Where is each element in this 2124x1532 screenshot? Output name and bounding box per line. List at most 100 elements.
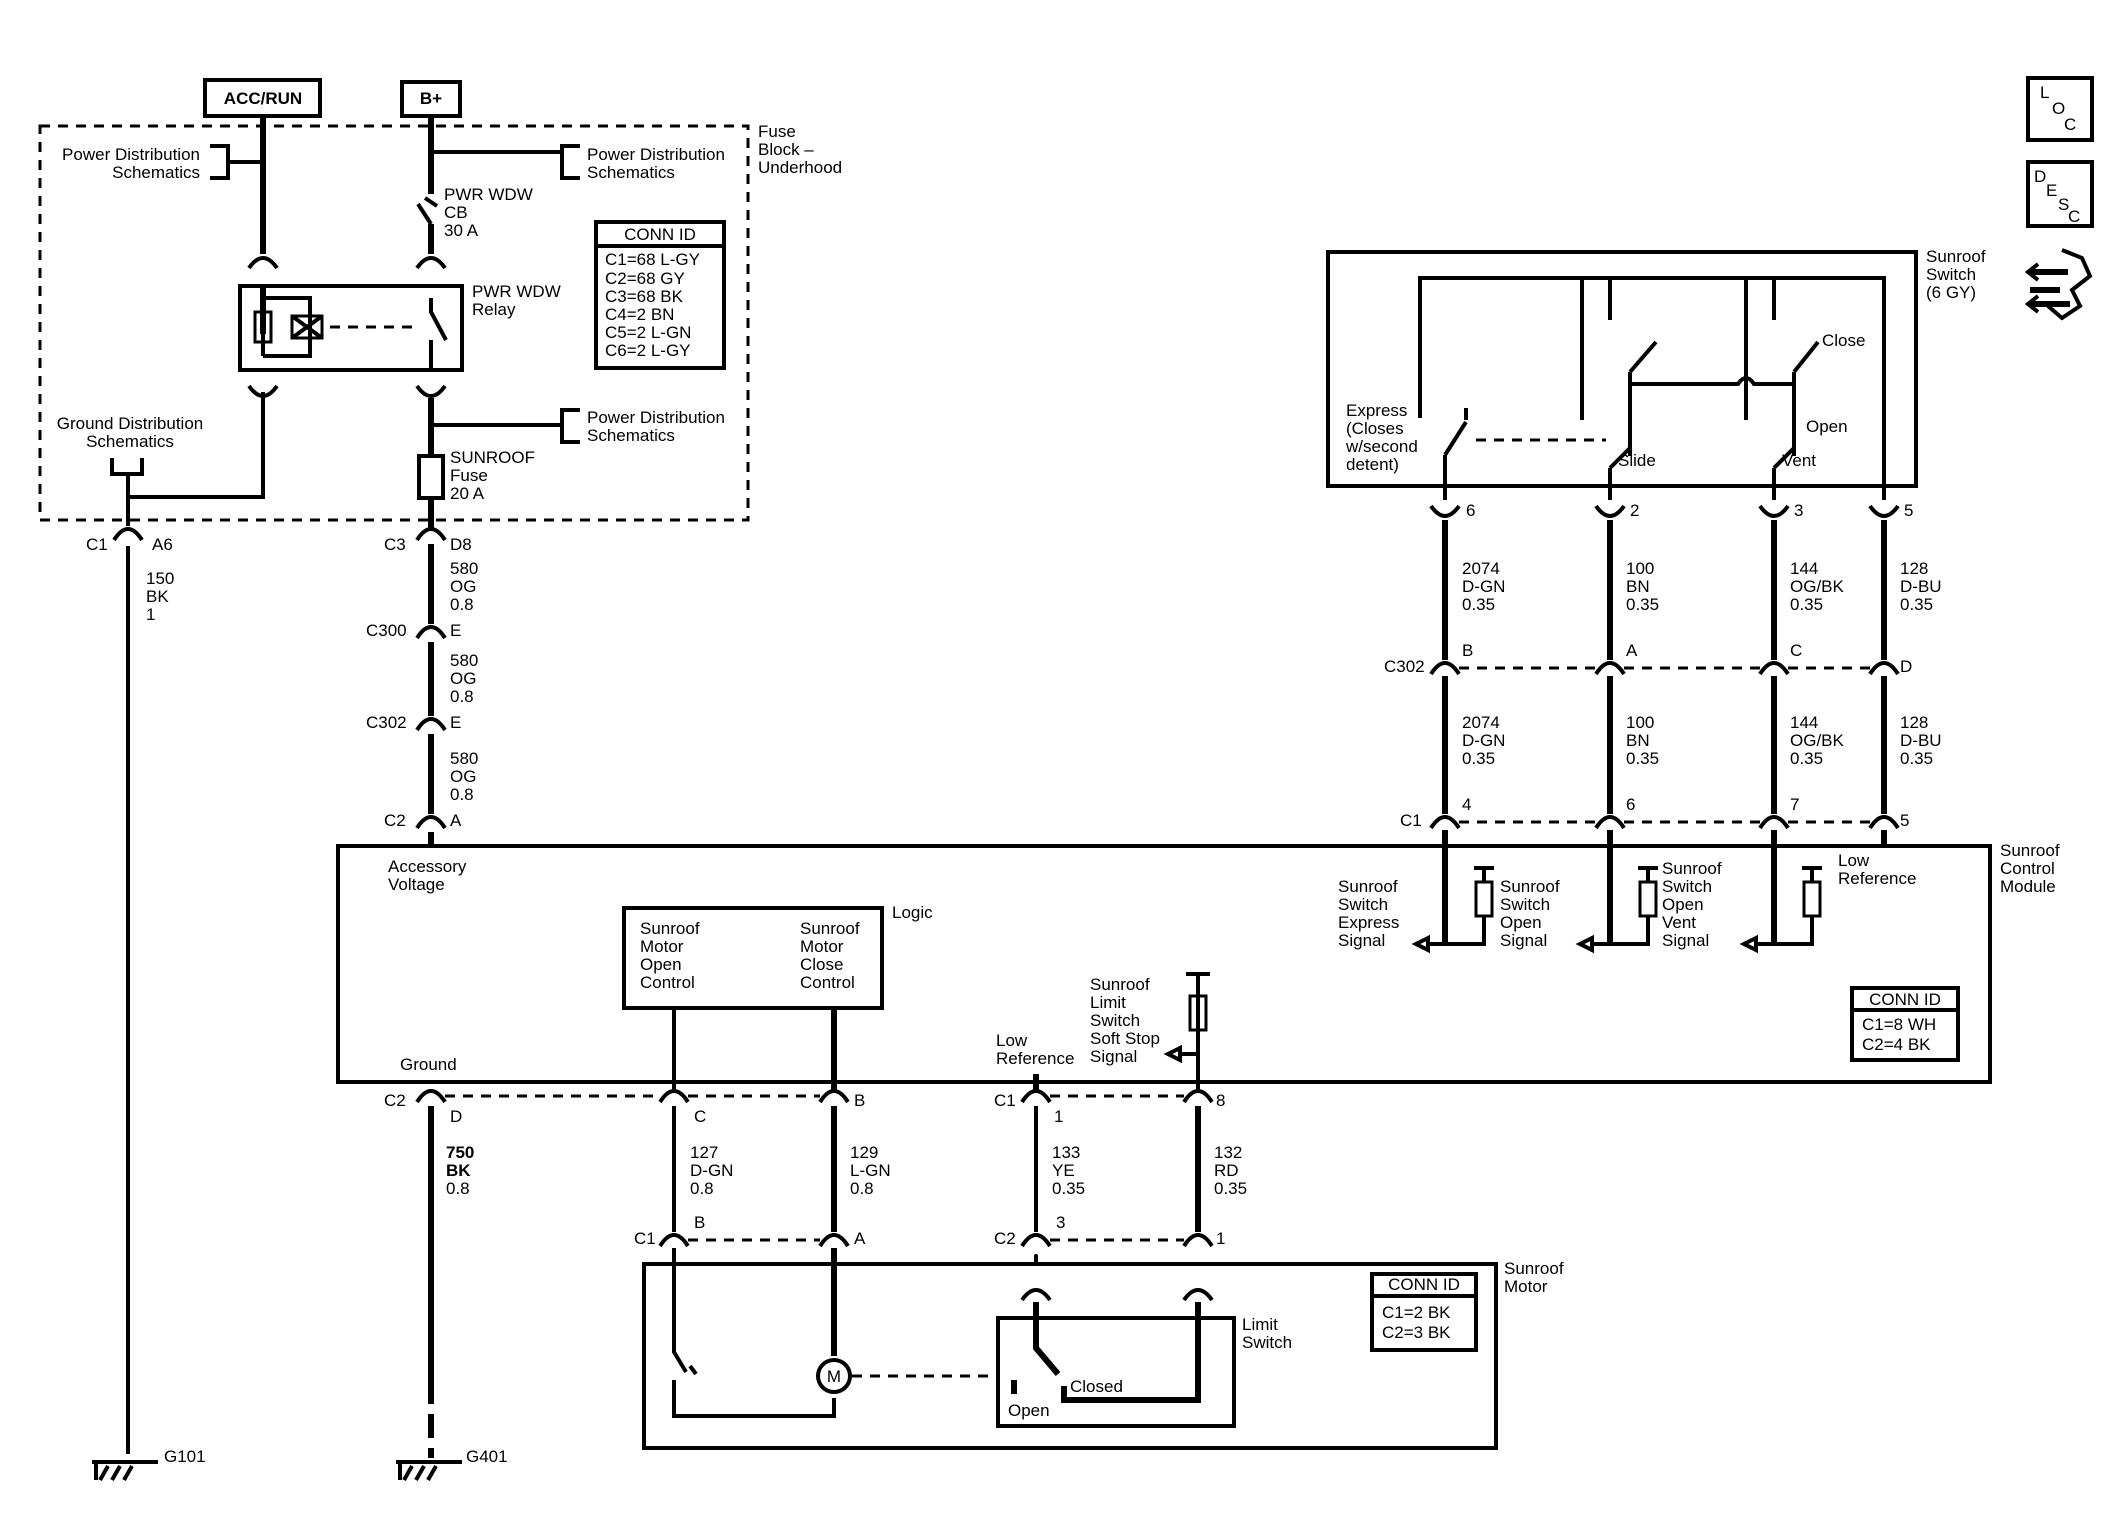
svg-text:C1=8 WH: C1=8 WH (1862, 1015, 1936, 1034)
svg-text:5: 5 (1900, 811, 1909, 830)
svg-text:CONN ID: CONN ID (1869, 990, 1941, 1009)
svg-text:0.35: 0.35 (1900, 595, 1933, 614)
svg-text:C: C (1790, 641, 1802, 660)
source-acc-run: ACC/RUN (203, 78, 322, 118)
svg-text:(Closes: (Closes (1346, 419, 1404, 438)
svg-text:0.35: 0.35 (1052, 1179, 1085, 1198)
svg-text:C6=2 L-GY: C6=2 L-GY (605, 341, 691, 360)
svg-text:CONN ID: CONN ID (624, 225, 696, 244)
wire-100-bn-1: 100 BN 0.35 (1626, 559, 1659, 614)
module-label: Sunroof Control Module (2000, 841, 2060, 896)
svg-text:Sunroof: Sunroof (1090, 975, 1150, 994)
svg-text:D-GN: D-GN (1462, 731, 1505, 750)
svg-text:4: 4 (1462, 795, 1471, 814)
svg-text:C2: C2 (384, 811, 406, 830)
switch-express-label: Express (Closes w/second detent) (1345, 401, 1418, 474)
wire-127-dgn: 127 D-GN 0.8 (690, 1143, 733, 1198)
svg-text:129: 129 (850, 1143, 878, 1162)
ref-power-dist-left: Power Distribution Schematics (62, 144, 263, 182)
svg-text:100: 100 (1626, 713, 1654, 732)
wire-150-bk: 150 BK 1 (146, 569, 174, 624)
location-icon[interactable]: L O C (2026, 76, 2094, 142)
soft-stop-signal-label: Sunroof Limit Switch Soft Stop Signal (1090, 975, 1160, 1066)
svg-text:G101: G101 (164, 1447, 206, 1466)
svg-text:750: 750 (446, 1143, 474, 1162)
svg-text:0.35: 0.35 (1626, 749, 1659, 768)
logic-block (622, 906, 884, 1010)
svg-text:0.8: 0.8 (690, 1179, 714, 1198)
svg-text:B: B (1462, 641, 1473, 660)
svg-text:0.35: 0.35 (1790, 595, 1823, 614)
svg-text:Signal: Signal (1090, 1047, 1137, 1066)
svg-text:30 A: 30 A (444, 221, 479, 240)
svg-text:SUNROOF: SUNROOF (450, 448, 535, 467)
low-reference-label: Low Reference (996, 1031, 1074, 1068)
relay-label: PWR WDW Relay (472, 282, 561, 319)
sunroof-fuse (417, 454, 445, 500)
cb-label: PWR WDW CB 30 A (444, 185, 533, 240)
svg-text:OG/BK: OG/BK (1790, 577, 1845, 596)
svg-text:C5=2 L-GN: C5=2 L-GN (605, 323, 691, 342)
svg-text:BK: BK (446, 1161, 471, 1180)
ground-g101: G101 (92, 1447, 206, 1481)
relay-coil (253, 296, 448, 370)
svg-text:0.8: 0.8 (450, 687, 474, 706)
connector-c302-row: C302 B A C D (1384, 641, 1912, 676)
svg-text:C1: C1 (994, 1091, 1016, 1110)
soft-stop-signal-circuit (1163, 972, 1210, 1092)
svg-text:C1: C1 (1400, 811, 1422, 830)
fuse-block-underhood (38, 124, 750, 522)
switch-slide-label: Slide (1618, 451, 1656, 470)
svg-text:1: 1 (146, 605, 155, 624)
svg-text:Block –: Block – (758, 140, 814, 159)
svg-text:1: 1 (1054, 1107, 1063, 1126)
limit-open-label: Open (1008, 1401, 1050, 1420)
svg-text:C300: C300 (366, 621, 407, 640)
svg-text:0.35: 0.35 (1462, 595, 1495, 614)
svg-text:127: 127 (690, 1143, 718, 1162)
wire-100-bn-2: 100 BN 0.35 (1626, 713, 1659, 768)
wire-580-og-3: 580 OG 0.8 (450, 749, 478, 804)
svg-text:D: D (2034, 167, 2046, 186)
open-signal-label: Sunroof Switch Open Signal (1500, 877, 1560, 950)
svg-text:Switch: Switch (1338, 895, 1388, 914)
connector-end-view-icon[interactable] (2024, 248, 2093, 321)
svg-text:580: 580 (450, 559, 478, 578)
logic-label: Logic (892, 903, 933, 922)
svg-text:PWR WDW: PWR WDW (444, 185, 533, 204)
svg-text:20 A: 20 A (450, 484, 485, 503)
connector-c2-motor-row: C2 3 1 (994, 1213, 1225, 1248)
svg-text:0.8: 0.8 (450, 785, 474, 804)
description-icon[interactable]: D E S C (2026, 160, 2094, 228)
wire-132-rd: 132 RD 0.35 (1214, 1143, 1247, 1198)
svg-text:8: 8 (1216, 1091, 1225, 1110)
svg-text:0.35: 0.35 (1626, 595, 1659, 614)
svg-text:6: 6 (1626, 795, 1635, 814)
svg-text:0.35: 0.35 (1790, 749, 1823, 768)
svg-text:C1: C1 (86, 535, 108, 554)
svg-text:Schematics: Schematics (587, 163, 675, 182)
wire-128-dbu-1: 128 D-BU 0.35 (1900, 559, 1942, 614)
svg-text:5: 5 (1904, 501, 1913, 520)
svg-text:S: S (2058, 195, 2069, 214)
logic-open-control-label: Sunroof Motor Open Control (640, 919, 700, 992)
svg-text:L-GN: L-GN (850, 1161, 891, 1180)
fuse-label: SUNROOF Fuse 20 A (450, 448, 535, 503)
svg-text:Motor: Motor (1504, 1277, 1548, 1296)
svg-text:D: D (1900, 657, 1912, 676)
ground-label: Ground (400, 1055, 457, 1074)
svg-text:(6 GY): (6 GY) (1926, 283, 1976, 302)
vent-signal-label: Sunroof Switch Open Vent Signal (1662, 859, 1722, 950)
svg-text:Fuse: Fuse (450, 466, 488, 485)
svg-text:100: 100 (1626, 559, 1654, 578)
svg-text:Signal: Signal (1500, 931, 1547, 950)
svg-text:C3: C3 (384, 535, 406, 554)
svg-text:C1=68 L-GY: C1=68 L-GY (605, 250, 700, 269)
svg-text:Motor: Motor (800, 937, 844, 956)
svg-text:Sunroof: Sunroof (1926, 247, 1986, 266)
svg-text:Module: Module (2000, 877, 2056, 896)
svg-text:0.8: 0.8 (450, 595, 474, 614)
svg-text:Signal: Signal (1338, 931, 1385, 950)
svg-text:Power Distribution: Power Distribution (587, 145, 725, 164)
svg-text:Underhood: Underhood (758, 158, 842, 177)
